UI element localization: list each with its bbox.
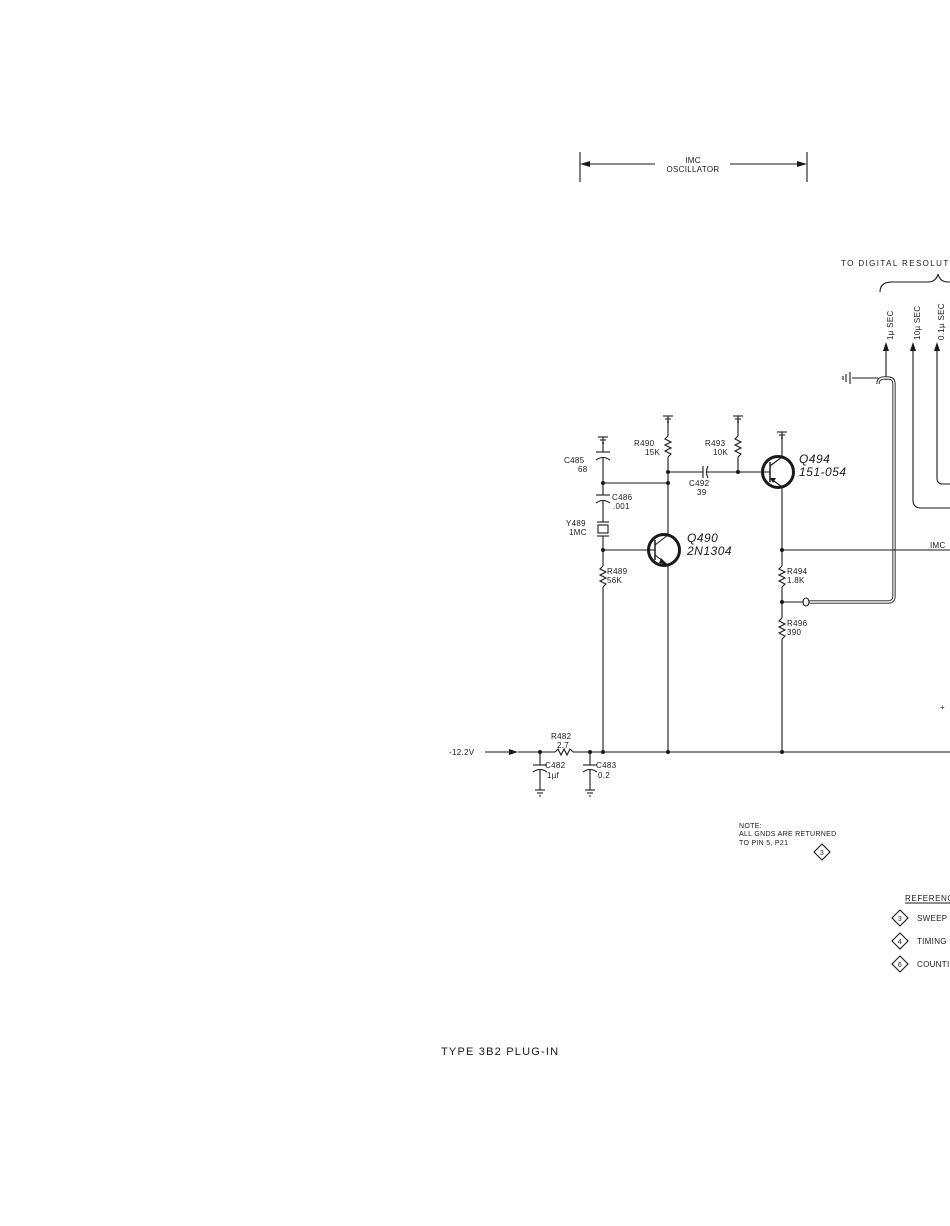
output-label-1us: 1µ SEC xyxy=(886,310,895,340)
r482-ref: R482 xyxy=(551,732,572,741)
c485-value: 68 xyxy=(578,465,588,474)
r493-ref: R493 xyxy=(705,439,726,448)
ref-diamond-icon-4 xyxy=(891,932,909,950)
ground-symbols-top xyxy=(598,415,787,458)
coax-lead xyxy=(783,372,896,607)
references-title: REFERENC xyxy=(905,894,950,903)
note-line1: ALL GNDS ARE RETURNED xyxy=(739,831,836,838)
ref-label-4: TIMING xyxy=(917,937,947,946)
y489-value: 1MC xyxy=(569,528,587,537)
c486-value: .001 xyxy=(613,502,630,511)
r496-value: 390 xyxy=(787,628,801,637)
note-line2: TO PIN 5, P21 xyxy=(739,840,788,847)
ref-diamond-icon-6 xyxy=(891,955,909,973)
r496-ref: R496 xyxy=(787,619,808,628)
input-column xyxy=(595,451,668,752)
c485-ref: C485 xyxy=(564,456,585,465)
transistor-stages xyxy=(647,435,950,752)
ground-note: NOTE: ALL GNDS ARE RETURNED TO PIN 5, P2… xyxy=(739,823,836,861)
r489-ref: R489 xyxy=(607,567,628,576)
q490-value: 2N1304 xyxy=(686,544,732,558)
c486-ref: C486 xyxy=(612,493,633,502)
r494-ref: R494 xyxy=(787,567,808,576)
footer-title: TYPE 3B2 PLUG-IN xyxy=(441,1046,559,1058)
q490-ref: Q490 xyxy=(687,531,718,545)
imc-net-label: IMC xyxy=(930,541,946,550)
r482-value: 2.7 xyxy=(557,741,569,750)
output-label-10us: 10µ SEC xyxy=(913,306,922,340)
ref-num-6: 6 xyxy=(898,962,902,969)
bus-title: TO DIGITAL RESOLUTI xyxy=(841,259,950,268)
note-title: NOTE: xyxy=(739,823,762,830)
c482-value: 1µf xyxy=(547,771,560,780)
plus-label: + xyxy=(940,703,945,712)
ref-diamond-icon-3 xyxy=(891,909,909,927)
references-block: REFERENC 3 SWEEP 4 TIMING 6 COUNTI xyxy=(891,894,950,973)
c492-value: 39 xyxy=(697,488,707,497)
note-ref-num: 3 xyxy=(820,850,824,857)
digital-resolution-bus: TO DIGITAL RESOLUTI 1µ SEC 10µ SEC 0.1µ … xyxy=(841,259,950,509)
r490-ref: R490 xyxy=(634,439,655,448)
c482-ref: C482 xyxy=(545,761,566,770)
c483-value: 0.2 xyxy=(598,771,610,780)
q494-value: 151-054 xyxy=(799,465,847,479)
c483-ref: C483 xyxy=(596,761,617,770)
output-label-01us: 0.1µ SEC xyxy=(937,303,946,340)
q494-ref: Q494 xyxy=(799,452,830,466)
supply-rail xyxy=(485,747,950,797)
ref-label-3: SWEEP xyxy=(917,914,947,923)
component-labels: C485 68 C486 .001 Y489 1MC R489 56K R490… xyxy=(449,439,946,780)
r494-value: 1.8K xyxy=(787,576,805,585)
ref-num-4: 4 xyxy=(898,939,902,946)
oscillator-label-line1: IMC xyxy=(685,156,701,165)
r493-value: 10K xyxy=(713,448,728,457)
supply-label: -12.2V xyxy=(449,748,475,757)
ref-label-6: COUNTI xyxy=(917,960,949,969)
note-ref-diamond-icon xyxy=(813,843,831,861)
r490-value: 15K xyxy=(645,448,660,457)
c492-ref: C492 xyxy=(689,479,710,488)
ref-num-3: 3 xyxy=(898,916,902,923)
oscillator-label-line2: OSCILLATOR xyxy=(667,165,720,174)
y489-ref: Y489 xyxy=(566,519,586,528)
oscillator-bracket: IMC OSCILLATOR xyxy=(579,152,808,182)
r489-value: 56K xyxy=(607,576,622,585)
